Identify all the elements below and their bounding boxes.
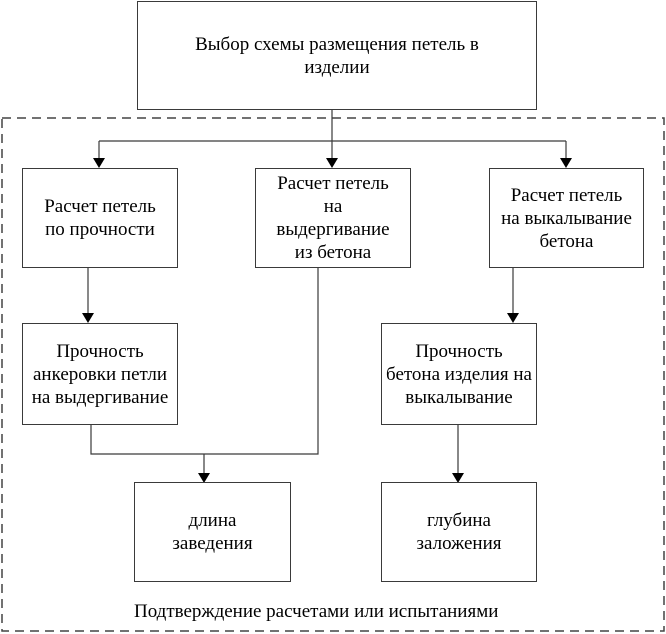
node-embed-depth: глубина заложения xyxy=(381,482,537,582)
node-calc-pullout: Расчет петель на выдергивание из бетона xyxy=(255,168,411,268)
node-label: длина заведения xyxy=(172,510,253,554)
arrowhead-embed-depth xyxy=(452,473,464,483)
node-calc-strength: Расчет петель по прочности xyxy=(22,168,178,268)
group-caption: Подтверждение расчетами или испытаниями xyxy=(134,601,499,622)
node-calc-spalling: Расчет петель на выкалывание бетона xyxy=(489,168,644,268)
node-label: Прочность бетона изделия на выкалывание xyxy=(386,340,532,408)
node-label: Выбор схемы размещения петель в изделии xyxy=(195,33,479,78)
node-choose-scheme: Выбор схемы размещения петель в изделии xyxy=(137,1,537,110)
arrowhead-embed-length xyxy=(198,473,210,483)
arrowhead-calc-pullout xyxy=(326,158,338,168)
node-label: Расчет петель на выкалывание бетона xyxy=(501,184,632,252)
node-anchor-strength: Прочность анкеровки петли на выдергивани… xyxy=(22,323,178,425)
arrowhead-calc-strength xyxy=(93,158,105,168)
node-concrete-strength: Прочность бетона изделия на выкалывание xyxy=(381,323,537,425)
arrowhead-concrete-strength xyxy=(507,313,519,323)
node-label: Расчет петель по прочности xyxy=(44,196,156,240)
node-label: глубина заложения xyxy=(416,510,502,554)
verification-group-boundary xyxy=(1,117,665,632)
node-embed-length: длина заведения xyxy=(134,482,291,582)
arrowhead-calc-spalling xyxy=(560,158,572,168)
node-label: Расчет петель на выдергивание из бетона xyxy=(276,173,390,263)
arrowhead-anchor-strength xyxy=(82,313,94,323)
node-label: Прочность анкеровки петли на выдергивани… xyxy=(31,340,169,408)
